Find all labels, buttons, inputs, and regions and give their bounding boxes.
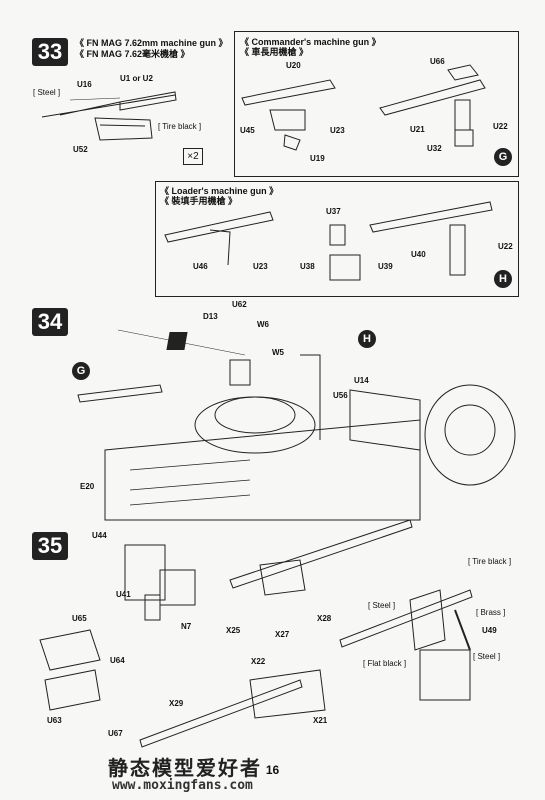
step-33-title-en: 《 FN MAG 7.62mm machine gun 》 [75, 38, 228, 48]
tag-h: H [494, 270, 512, 288]
part-d13: D13 [203, 312, 218, 321]
mag-machine-gun-drawing [41, 91, 177, 141]
part-u64: U64 [110, 656, 125, 665]
loader-mg-box [155, 181, 519, 297]
step-34-number: 34 [32, 308, 68, 336]
part-u52: U52 [73, 145, 88, 154]
part-u40: U40 [411, 250, 426, 259]
part-n7: N7 [181, 622, 192, 631]
tag-h-34: H [358, 330, 376, 348]
step35-parts-drawing [39, 519, 473, 748]
part-u62: U62 [232, 300, 247, 309]
part-u56: U56 [333, 391, 348, 400]
part-u23-loader: U23 [253, 262, 268, 271]
part-u67: U67 [108, 729, 123, 738]
part-x25: X25 [226, 626, 241, 635]
part-u22: U22 [493, 122, 508, 131]
part-u41: U41 [116, 590, 131, 599]
part-u66: U66 [430, 57, 445, 66]
loader-title-cn: 《 裝填手用機槍 》 [160, 196, 238, 206]
part-u45: U45 [240, 126, 255, 135]
part-u20: U20 [286, 61, 301, 70]
part-u23: U23 [330, 126, 345, 135]
part-x29: X29 [169, 699, 184, 708]
paint-steel-35: [ Steel ] [368, 601, 396, 610]
watermark-cn: 静态模型爱好者 [108, 756, 262, 780]
paint-tire-black: [ Tire black ] [158, 122, 202, 131]
step-33-number: 33 [32, 38, 68, 66]
paint-steel-35b: [ Steel ] [473, 652, 501, 661]
part-u46: U46 [193, 262, 208, 271]
part-u37: U37 [326, 207, 341, 216]
commander-title-en: 《 Commander's machine gun 》 [240, 37, 381, 47]
tag-g-34: G [72, 362, 90, 380]
part-u21: U21 [410, 125, 425, 134]
panther-logo-icon [166, 332, 188, 350]
part-u14: U14 [354, 376, 369, 385]
part-u22-loader: U22 [498, 242, 513, 251]
loader-mg-drawing [164, 201, 493, 281]
commander-mg-box [234, 31, 519, 177]
part-x27: X27 [275, 630, 290, 639]
paint-flat-black: [ Flat black ] [363, 659, 407, 668]
part-x21: X21 [313, 716, 328, 725]
paint-tire-black-35: [ Tire black ] [468, 557, 512, 566]
loader-title-en: 《 Loader's machine gun 》 [160, 186, 279, 196]
paint-brass: [ Brass ] [476, 608, 506, 617]
part-u49: U49 [482, 626, 497, 635]
quantity-multiplier: ×2 [183, 148, 203, 165]
tag-g: G [494, 148, 512, 166]
part-u63: U63 [47, 716, 62, 725]
turret-drawing [77, 329, 516, 521]
page-number: 16 [265, 763, 280, 777]
part-u44: U44 [92, 531, 107, 540]
part-x28: X28 [317, 614, 332, 623]
commander-mg-drawing [241, 64, 486, 151]
part-w5: W5 [272, 348, 284, 357]
step-35-number: 35 [32, 532, 68, 560]
part-u32: U32 [427, 144, 442, 153]
part-w6: W6 [257, 320, 269, 329]
commander-title-cn: 《 車長用機槍 》 [240, 47, 309, 57]
part-u39: U39 [378, 262, 393, 271]
watermark-url: www.moxingfans.com [112, 778, 253, 793]
paint-steel: [ Steel ] [33, 88, 61, 97]
part-u65: U65 [72, 614, 87, 623]
step-33-title-cn: 《 FN MAG 7.62毫米機槍 》 [75, 49, 190, 59]
part-u19: U19 [310, 154, 325, 163]
part-u1-u2: U1 or U2 [120, 74, 153, 83]
part-u16: U16 [77, 80, 92, 89]
part-u38: U38 [300, 262, 315, 271]
part-x22: X22 [251, 657, 266, 666]
part-e20: E20 [80, 482, 95, 491]
